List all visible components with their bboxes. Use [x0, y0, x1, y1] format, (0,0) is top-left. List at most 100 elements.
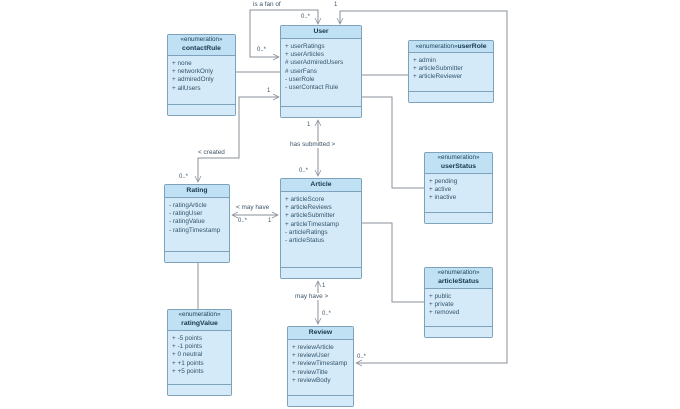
class-user-header: User: [281, 26, 361, 39]
attribute: # userAdmiredUsers: [285, 59, 344, 67]
class-footer: [168, 384, 231, 395]
assoc-label-created: < created: [197, 149, 226, 156]
class-userstatus[interactable]: «enumeration» userStatus + pending+ acti…: [424, 152, 493, 224]
class-ratingvalue[interactable]: «enumeration» ratingValue + -5 points+ -…: [167, 309, 232, 396]
class-footer: [281, 106, 361, 117]
attribute: + -5 points: [172, 335, 203, 342]
multiplicity-created-user: 1: [267, 88, 271, 94]
class-rating-attributes: - ratingArticle- ratingUser- ratingValue…: [165, 198, 229, 251]
class-footer: [425, 212, 492, 223]
class-userrole-attributes: + admin+ articleSubmitter+ articleReview…: [409, 53, 493, 91]
class-articlestatus[interactable]: «enumeration» articleStatus + public+ pr…: [424, 267, 493, 338]
multiplicity-article-may-have-review: 0..*: [322, 311, 332, 317]
multiplicity-fan-of-top: 0..*: [301, 14, 311, 20]
class-title: userStatus: [440, 163, 477, 170]
attribute: + articleReviews: [285, 204, 332, 212]
multiplicity-article-may-have-article: 1: [322, 283, 326, 289]
multiplicity-user-review-review: 0..*: [357, 354, 367, 360]
class-title: Review: [308, 329, 333, 336]
attribute: + allUsers: [172, 84, 201, 92]
assoc-label-article-may-have: may have >: [294, 293, 330, 300]
multiplicity-has-submitted-user: 1: [307, 122, 311, 128]
class-title: articleStatus: [438, 278, 479, 285]
attribute: + -1 points: [172, 343, 203, 351]
attribute: - userContact Rule: [285, 84, 339, 92]
attribute: + inactive: [429, 194, 457, 202]
attribute: + userRatings: [285, 43, 325, 50]
multiplicity-rating-may-have-rating: 0..*: [238, 218, 248, 224]
attribute: + 0 neutral: [172, 351, 203, 359]
attribute: + private: [429, 301, 454, 309]
attribute: + admin: [413, 57, 436, 64]
class-ratingvalue-header: «enumeration» ratingValue: [168, 310, 231, 331]
attribute: + articleSubmitter: [285, 212, 335, 220]
stereotype-label: «enumeration»: [437, 269, 480, 276]
class-rating[interactable]: Rating - ratingArticle- ratingUser- rati…: [164, 184, 230, 263]
class-ratingvalue-attributes: + -5 points+ -1 points+ 0 neutral+ +1 po…: [168, 331, 231, 384]
class-article[interactable]: Article + articleScore+ articleReviews+ …: [280, 178, 362, 279]
attribute: # userFans: [285, 67, 317, 75]
class-articlestatus-attributes: + public+ private+ removed: [425, 289, 492, 326]
attribute: + pending: [429, 178, 458, 185]
attribute: + articleReviewer: [413, 73, 463, 81]
attribute: + admiredOnly: [172, 76, 214, 84]
attribute: + articleTimestamp: [285, 220, 339, 228]
assoc-label-is-a-fan-of: is a fan of: [252, 1, 282, 8]
class-articlestatus-header: «enumeration» articleStatus: [425, 268, 492, 289]
class-footer: [281, 267, 361, 278]
class-footer: [409, 91, 493, 102]
attribute: + +1 points: [172, 359, 204, 367]
class-title: contactRule: [182, 45, 221, 52]
connector-article-articlestatus: [362, 222, 424, 303]
attribute: + +5 points: [172, 367, 204, 375]
class-title: Rating: [186, 187, 208, 194]
attribute: - ratingValue: [169, 218, 205, 226]
class-footer: [425, 326, 492, 337]
class-user[interactable]: User + userRatings+ userArticles# userAd…: [280, 25, 362, 118]
attribute: + networkOnly: [172, 68, 214, 76]
class-userrole-header: «enumeration» userRole: [409, 41, 493, 53]
class-title: ratingValue: [181, 320, 218, 327]
class-contactrule[interactable]: «enumeration» contactRule + none+ networ…: [167, 34, 236, 116]
class-title: Article: [310, 181, 332, 188]
attribute: + reviewBody: [292, 376, 331, 384]
attribute: - ratingUser: [169, 210, 203, 218]
attribute: + public: [429, 293, 452, 300]
attribute: + reviewTitle: [292, 368, 328, 376]
attribute: + reviewUser: [292, 352, 330, 360]
stereotype-label: «enumeration»: [415, 43, 458, 50]
multiplicity-user-review-user: 1: [334, 2, 338, 8]
multiplicity-created-rating: 0..*: [179, 174, 189, 180]
attribute: - ratingTimestamp: [169, 226, 221, 234]
attribute: + articleSubmitter: [413, 65, 463, 73]
class-title: User: [313, 28, 329, 35]
multiplicity-fan-of-side: 0..*: [257, 47, 267, 53]
attribute: + userArticles: [285, 51, 324, 59]
stereotype-label: «enumeration»: [180, 36, 223, 43]
class-review[interactable]: Review + reviewArticle+ reviewUser+ revi…: [287, 326, 354, 407]
assoc-label-has-submitted: has submitted >: [289, 141, 337, 148]
class-userrole[interactable]: «enumeration» userRole + admin+ articleS…: [408, 40, 494, 103]
stereotype-label: «enumeration»: [437, 154, 480, 161]
multiplicity-has-submitted-article: 0..*: [299, 168, 309, 174]
class-userstatus-attributes: + pending+ active+ inactive: [425, 174, 492, 212]
attribute: - articleRatings: [285, 228, 328, 236]
class-review-attributes: + reviewArticle+ reviewUser+ reviewTimes…: [288, 340, 353, 395]
attribute: - ratingArticle: [169, 202, 207, 209]
class-footer: [165, 251, 229, 262]
attribute: + none: [172, 60, 192, 67]
attribute: + articleScore: [285, 196, 325, 203]
attribute: + removed: [429, 309, 460, 317]
multiplicity-rating-may-have-article: 1: [268, 218, 272, 224]
class-user-attributes: + userRatings+ userArticles# userAdmired…: [281, 39, 361, 106]
class-footer: [168, 104, 235, 115]
class-title: userRole: [457, 43, 487, 50]
class-article-attributes: + articleScore+ articleReviews+ articleS…: [281, 192, 361, 267]
attribute: + reviewArticle: [292, 344, 334, 351]
attribute: - userRole: [285, 75, 315, 83]
class-contactrule-attributes: + none+ networkOnly+ admiredOnly+ allUse…: [168, 56, 235, 104]
connector-user-userstatus: [362, 96, 424, 189]
assoc-label-rating-may-have: < may have: [235, 204, 271, 211]
attribute: - articleStatus: [285, 237, 325, 245]
